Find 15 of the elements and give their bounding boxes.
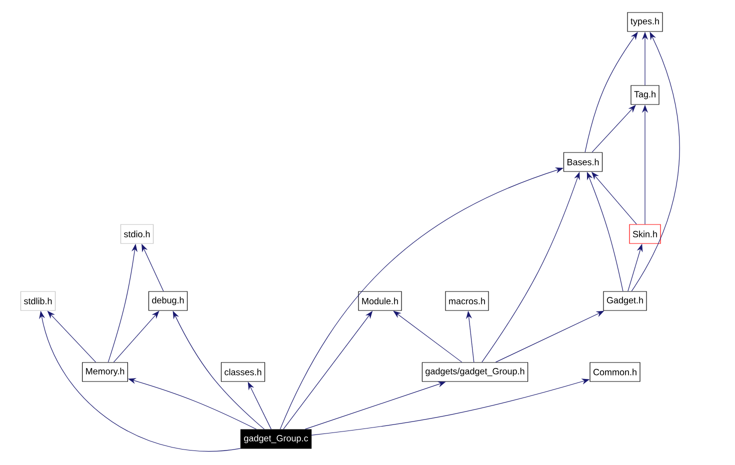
file-box: gadget_Group.c [240, 429, 312, 449]
file-box: stdio.h [120, 224, 154, 244]
file-box: gadgets/gadget_Group.h [422, 362, 528, 382]
file-box: classes.h [220, 362, 266, 382]
file-box: debug.h [148, 291, 188, 311]
file-box: Skin.h [629, 224, 661, 244]
file-box: Memory.h [82, 362, 128, 382]
file-box: stdlib.h [20, 291, 56, 311]
file-box: types.h [627, 12, 663, 32]
file-box: Module.h [358, 291, 402, 311]
file-box: Tag.h [630, 85, 660, 105]
file-box: macros.h [445, 291, 489, 311]
file-box: Bases.h [563, 152, 603, 172]
file-box: Gadget.h [603, 291, 647, 311]
file-box: Common.h [590, 362, 640, 382]
